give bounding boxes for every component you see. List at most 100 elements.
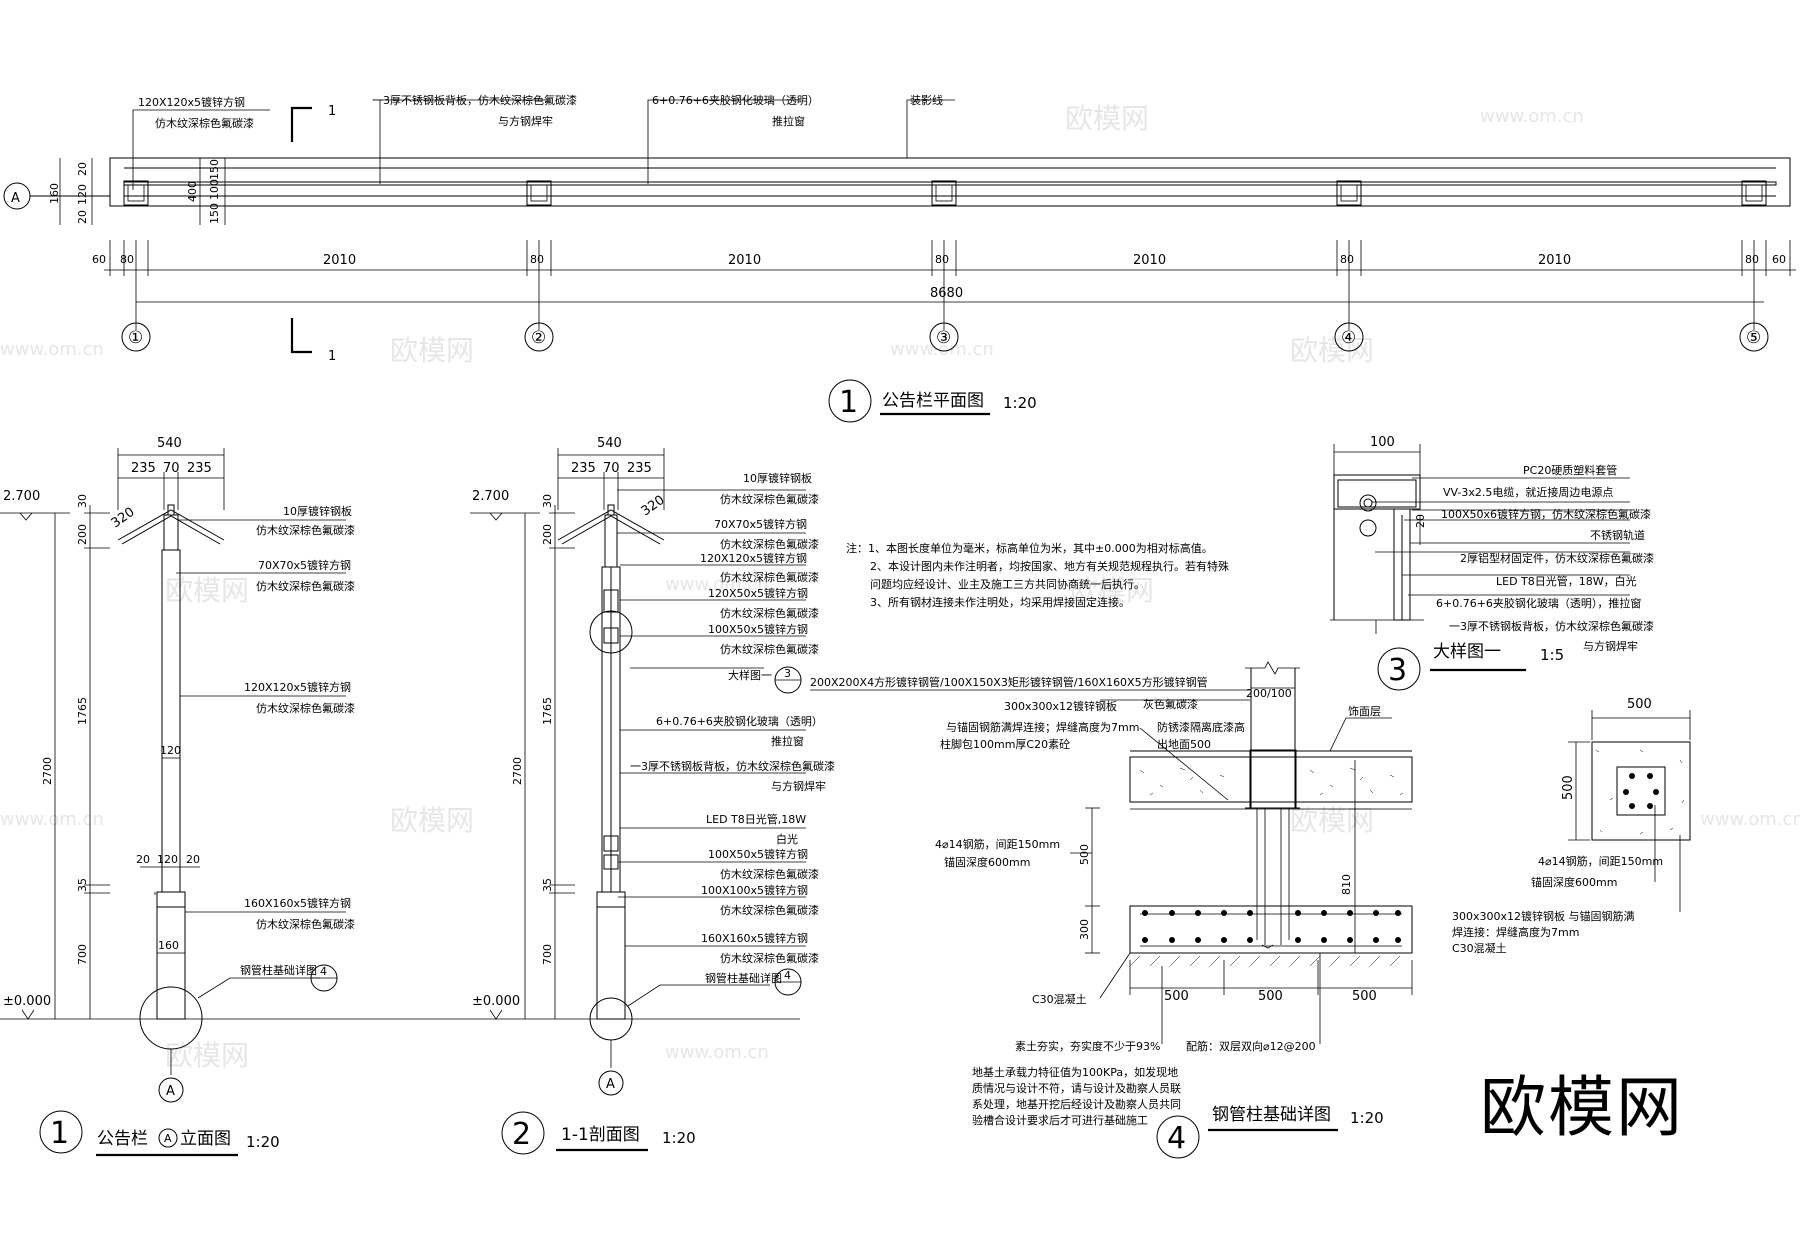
detail-note: 与方钢焊牢	[1583, 639, 1638, 653]
dim-text: 500	[1164, 989, 1189, 1004]
dim-text: 60	[1772, 253, 1786, 266]
watermarks: 欧模网 www.om.cn 欧模网 欧模网 www.om.cn www.om.c…	[0, 102, 1800, 1072]
plan-post	[123, 180, 1767, 206]
note: 160X160x5镀锌方钢	[701, 931, 808, 945]
view-title: 公告栏平面图	[882, 391, 984, 411]
dim-text: 320	[639, 493, 668, 520]
foundation-note: 系处理，地基开挖后经设计及勘察人员共同	[972, 1097, 1181, 1111]
note: 10厚镀锌钢板	[283, 504, 352, 518]
dim-text: 700	[541, 944, 554, 965]
note: 100X100x5镀锌方钢	[701, 883, 808, 897]
view-title-number: 2	[512, 1117, 531, 1152]
dim-text: 540	[157, 436, 182, 451]
dim-text: 160	[48, 183, 61, 204]
detail-no: 3	[784, 667, 791, 680]
dim-text: 120	[160, 744, 181, 757]
dim-text: 100	[208, 179, 221, 200]
dim-text: 200/100	[1246, 687, 1292, 700]
level: 2.700	[3, 489, 40, 504]
dim-text: 2700	[511, 757, 524, 785]
dim-text: 2010	[1133, 253, 1166, 268]
view-title-number: 3	[1388, 653, 1407, 688]
dim-text: 500	[1561, 775, 1576, 800]
detail-note: 200X200X4方形镀锌钢管/100X150X3矩形镀锌钢管/160X160X…	[810, 675, 1208, 689]
watermark: 欧模网	[165, 1039, 249, 1072]
detail-note: 300x300x12镀锌钢板	[1004, 699, 1117, 713]
detail-note: 2厚铝型材固定件，仿木纹深棕色氟碳漆	[1460, 551, 1654, 565]
detail-note: 饰面层	[1348, 704, 1381, 718]
section-mark: 1	[328, 104, 336, 119]
dim-text: 80	[935, 253, 949, 266]
detail-ref: 钢管柱基础详图	[705, 971, 782, 985]
detail-big: 大样图一	[728, 668, 772, 682]
dim-text: 120	[76, 184, 89, 205]
view-title: 公告栏	[97, 1129, 148, 1149]
note: 100X50x5镀锌方钢	[708, 847, 808, 861]
detail-no: 4	[320, 965, 327, 978]
foundation-note: 质情况与设计不符，请与设计及勘察人员联	[972, 1081, 1181, 1095]
dim-text: 80	[120, 253, 134, 266]
detail-note: C30混凝土	[1452, 941, 1507, 955]
note: 与方钢焊牢	[771, 779, 826, 793]
dim-text: 35	[76, 878, 89, 892]
dim-text: 120	[157, 853, 178, 866]
section-view: 540 235 70 235 320 2.700 ±0.000 30 200	[470, 436, 835, 1155]
detail-note: 锚固深度600mm	[1531, 875, 1617, 889]
note: 10厚镀锌钢板	[743, 471, 812, 485]
dim-text: 200	[76, 524, 89, 545]
plan-detail: 500 500 4⌀14钢筋，间距150mm 锚固深度600mm 300x300…	[1452, 697, 1691, 955]
note: 仿木纹深棕色氟碳漆	[720, 537, 819, 551]
detail-note: 焊连接：焊缝高度为7mm	[1452, 925, 1579, 939]
dim-text: 20	[136, 853, 150, 866]
note-line: 2、本设计图内未作注明者，均按国家、地方有关规范规程执行。若有特殊	[870, 559, 1229, 573]
dim-text: 150	[208, 159, 221, 180]
dim-text: 20	[186, 853, 200, 866]
dim-text: 810	[1340, 874, 1353, 895]
dim-text: 80	[530, 253, 544, 266]
dim-text: 235	[571, 461, 596, 476]
watermark: 欧模网	[1070, 574, 1154, 607]
elevation-view: 540 235 70 235 320 2.700 ±0.000 30 200 1…	[0, 436, 800, 1157]
dim-text: 80	[1340, 253, 1354, 266]
plan-note-post: 120X120x5镀锌方钢	[138, 95, 245, 109]
grid-bubbles: ① ② ③ ④ ⑤	[121, 322, 1769, 352]
level: 2.700	[472, 489, 509, 504]
note: 仿木纹深棕色氟碳漆	[720, 903, 819, 917]
detail-note: 与锚固钢筋满焊连接；焊缝高度为7mm	[946, 720, 1139, 734]
note-line: 注：1、本图长度单位为毫米，标高单位为米，其中±0.000为相对标高值。	[846, 541, 1213, 555]
plan-note-panel: 与方钢焊牢	[498, 114, 553, 128]
detail-note: 100X50x6镀锌方钢，仿木纹深棕色氟碳漆	[1441, 507, 1651, 521]
dim-text: 80	[1745, 253, 1759, 266]
view-scale: 1:20	[1003, 394, 1037, 412]
detail-note: 一3厚不锈钢板背板，仿木纹深棕色氟碳漆	[1449, 619, 1654, 633]
note: 仿木纹深棕色氟碳漆	[256, 917, 355, 931]
plan-note-glass: 推拉窗	[772, 114, 805, 128]
watermark: 欧模网	[165, 574, 249, 607]
axis-a-label: A	[11, 191, 20, 206]
view-title: 大样图一	[1433, 642, 1501, 662]
dim-text: 20	[76, 162, 89, 176]
section-mark: 1	[328, 349, 336, 364]
note: 仿木纹深棕色氟碳漆	[720, 492, 819, 506]
detail-4: 200/100	[810, 661, 1413, 1159]
note: 6+0.76+6夹胶钢化玻璃（透明）	[656, 714, 823, 728]
section-notes: 10厚镀锌钢板 仿木纹深棕色氟碳漆 70X70x5镀锌方钢 仿木纹深棕色氟碳漆 …	[617, 471, 835, 1007]
axis-label: A	[606, 1077, 615, 1092]
note: 70X70x5镀锌方钢	[258, 558, 351, 572]
detail-note: 6+0.76+6夹胶钢化玻璃（透明），推拉窗	[1436, 596, 1641, 610]
dim-text: 100	[1370, 435, 1395, 450]
dim-text: 320	[109, 505, 138, 532]
dim-text: 20	[76, 210, 89, 224]
detail-note: PC20硬质塑料套管	[1523, 463, 1617, 477]
watermark-url: www.om.cn	[0, 809, 104, 830]
view-title-number: 4	[1167, 1121, 1186, 1156]
watermark: 欧模网	[1065, 102, 1149, 135]
note: 仿木纹深棕色氟碳漆	[256, 701, 355, 715]
dim-text: 700	[76, 944, 89, 965]
grid-label: ④	[1341, 328, 1356, 348]
dim-text: 200	[541, 524, 554, 545]
brand-logo: 欧模网	[1480, 1069, 1684, 1146]
foundation-note: 地基土承载力特征值为100KPa，如发现地	[972, 1065, 1178, 1079]
plan-note-shadow: 装影线	[910, 93, 943, 107]
dim-text: 2010	[728, 253, 761, 268]
